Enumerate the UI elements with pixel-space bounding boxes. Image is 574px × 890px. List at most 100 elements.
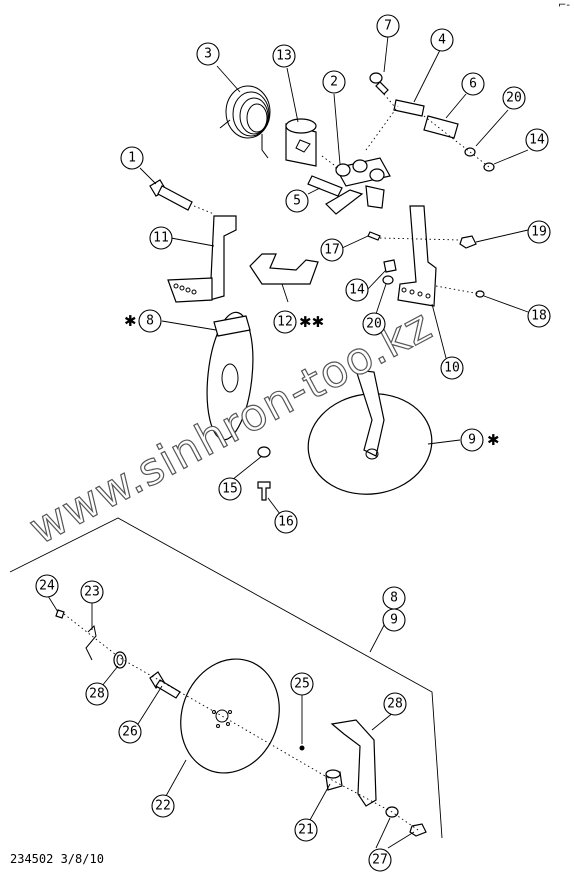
callout-25: 25 (290, 672, 314, 696)
star-marker-9: ✱ (487, 431, 500, 449)
svg-text:1: 1 (128, 151, 136, 166)
washer-part-20-mid (382, 275, 394, 285)
callout-24: 24 (35, 574, 59, 598)
bracket-part (325, 157, 391, 215)
callout-2: 2 (322, 70, 346, 94)
callout-27: 27 (368, 848, 392, 872)
callout-12: 12 (273, 310, 297, 334)
callout-20-top: 20 (502, 86, 526, 110)
spring-part (219, 85, 271, 159)
svg-text:24: 24 (39, 579, 55, 594)
washer-part-20-top (464, 147, 476, 157)
washer-part-15 (257, 446, 271, 458)
callout-11: 11 (149, 226, 173, 250)
disc-part-9 (307, 369, 433, 495)
svg-text:11: 11 (153, 231, 169, 246)
arm-part-11 (167, 215, 237, 303)
pin-part-25 (299, 745, 305, 751)
svg-text:5: 5 (293, 194, 301, 209)
svg-text:9: 9 (390, 613, 398, 628)
svg-text:4: 4 (438, 33, 446, 48)
nut-part-14-top (483, 162, 495, 172)
bolt-part-26 (149, 671, 181, 699)
callout-14-top: 14 (525, 128, 549, 152)
svg-text:25: 25 (294, 677, 310, 692)
svg-text:8: 8 (390, 591, 398, 606)
callout-21: 21 (294, 818, 318, 842)
svg-text:20: 20 (366, 317, 382, 332)
bushing-part (285, 118, 317, 167)
svg-text:13: 13 (276, 49, 292, 64)
nut-part-19 (459, 235, 477, 249)
callout-9-lower: 9 (382, 608, 406, 632)
svg-text:28: 28 (89, 687, 105, 702)
nut-part-14-mid (383, 259, 397, 273)
corner-mark: ⌐- (558, 0, 570, 11)
svg-text:18: 18 (531, 309, 547, 324)
leader-lines (47, 35, 529, 849)
svg-text:8: 8 (146, 314, 154, 329)
svg-text:20: 20 (506, 91, 522, 106)
bolt-part-1 (149, 179, 193, 211)
svg-text:27: 27 (372, 853, 388, 868)
callout-18: 18 (527, 304, 551, 328)
clip-part-23 (85, 624, 97, 661)
bolt-part-17 (367, 231, 381, 241)
callout-22: 22 (151, 794, 175, 818)
callout-5: 5 (285, 189, 309, 213)
callout-9: 9 (460, 428, 484, 452)
callout-15: 15 (218, 477, 242, 501)
shank-part-28-right (330, 719, 377, 807)
callout-17: 17 (320, 238, 344, 262)
svg-text:9: 9 (468, 433, 476, 448)
disc-part-8 (206, 311, 254, 441)
callout-1: 1 (120, 146, 144, 170)
callout-16: 16 (274, 510, 298, 534)
svg-text:15: 15 (222, 482, 238, 497)
star-marker-8: ✱ (124, 312, 137, 330)
svg-text:7: 7 (384, 19, 392, 34)
svg-text:2: 2 (330, 75, 338, 90)
svg-text:10: 10 (444, 361, 460, 376)
bolt-part-16 (257, 481, 271, 501)
svg-text:17: 17 (324, 243, 340, 258)
callout-26: 26 (118, 720, 142, 744)
callout-14-mid: 14 (345, 278, 369, 302)
ring-part-28-left (113, 651, 127, 669)
svg-text:6: 6 (469, 77, 477, 92)
svg-text:3: 3 (204, 47, 212, 62)
disc-part-22 (180, 658, 280, 774)
svg-text:26: 26 (122, 725, 138, 740)
pin-part (369, 72, 389, 95)
arm-part-10 (397, 205, 437, 307)
svg-text:16: 16 (278, 515, 294, 530)
plate-part-6 (423, 115, 459, 139)
callout-10: 10 (440, 356, 464, 380)
callout-13: 13 (272, 44, 296, 68)
double-star-marker-12: ✱✱ (299, 313, 324, 331)
spacer-part-21 (325, 769, 343, 791)
callout-3: 3 (196, 42, 220, 66)
u-bracket-part-12 (249, 253, 319, 285)
link-part-4 (393, 99, 425, 117)
callout-8-lower: 8 (382, 586, 406, 610)
callout-20-mid: 20 (362, 312, 386, 336)
callout-6: 6 (461, 72, 485, 96)
callout-28-right: 28 (383, 692, 407, 716)
callout-8: 8 (138, 309, 162, 333)
svg-text:14: 14 (529, 133, 545, 148)
svg-text:23: 23 (84, 585, 100, 600)
svg-text:14: 14 (349, 283, 365, 298)
drawing-code: 234502 3/8/10 (10, 852, 104, 866)
svg-text:12: 12 (277, 315, 293, 330)
svg-text:28: 28 (387, 697, 403, 712)
callout-7: 7 (376, 14, 400, 38)
callout-28-left: 28 (85, 682, 109, 706)
callout-4: 4 (430, 28, 454, 52)
callout-19: 19 (527, 220, 551, 244)
nut-part-18 (475, 290, 485, 298)
svg-text:21: 21 (298, 823, 314, 838)
svg-text:19: 19 (531, 225, 547, 240)
callout-23: 23 (80, 580, 104, 604)
